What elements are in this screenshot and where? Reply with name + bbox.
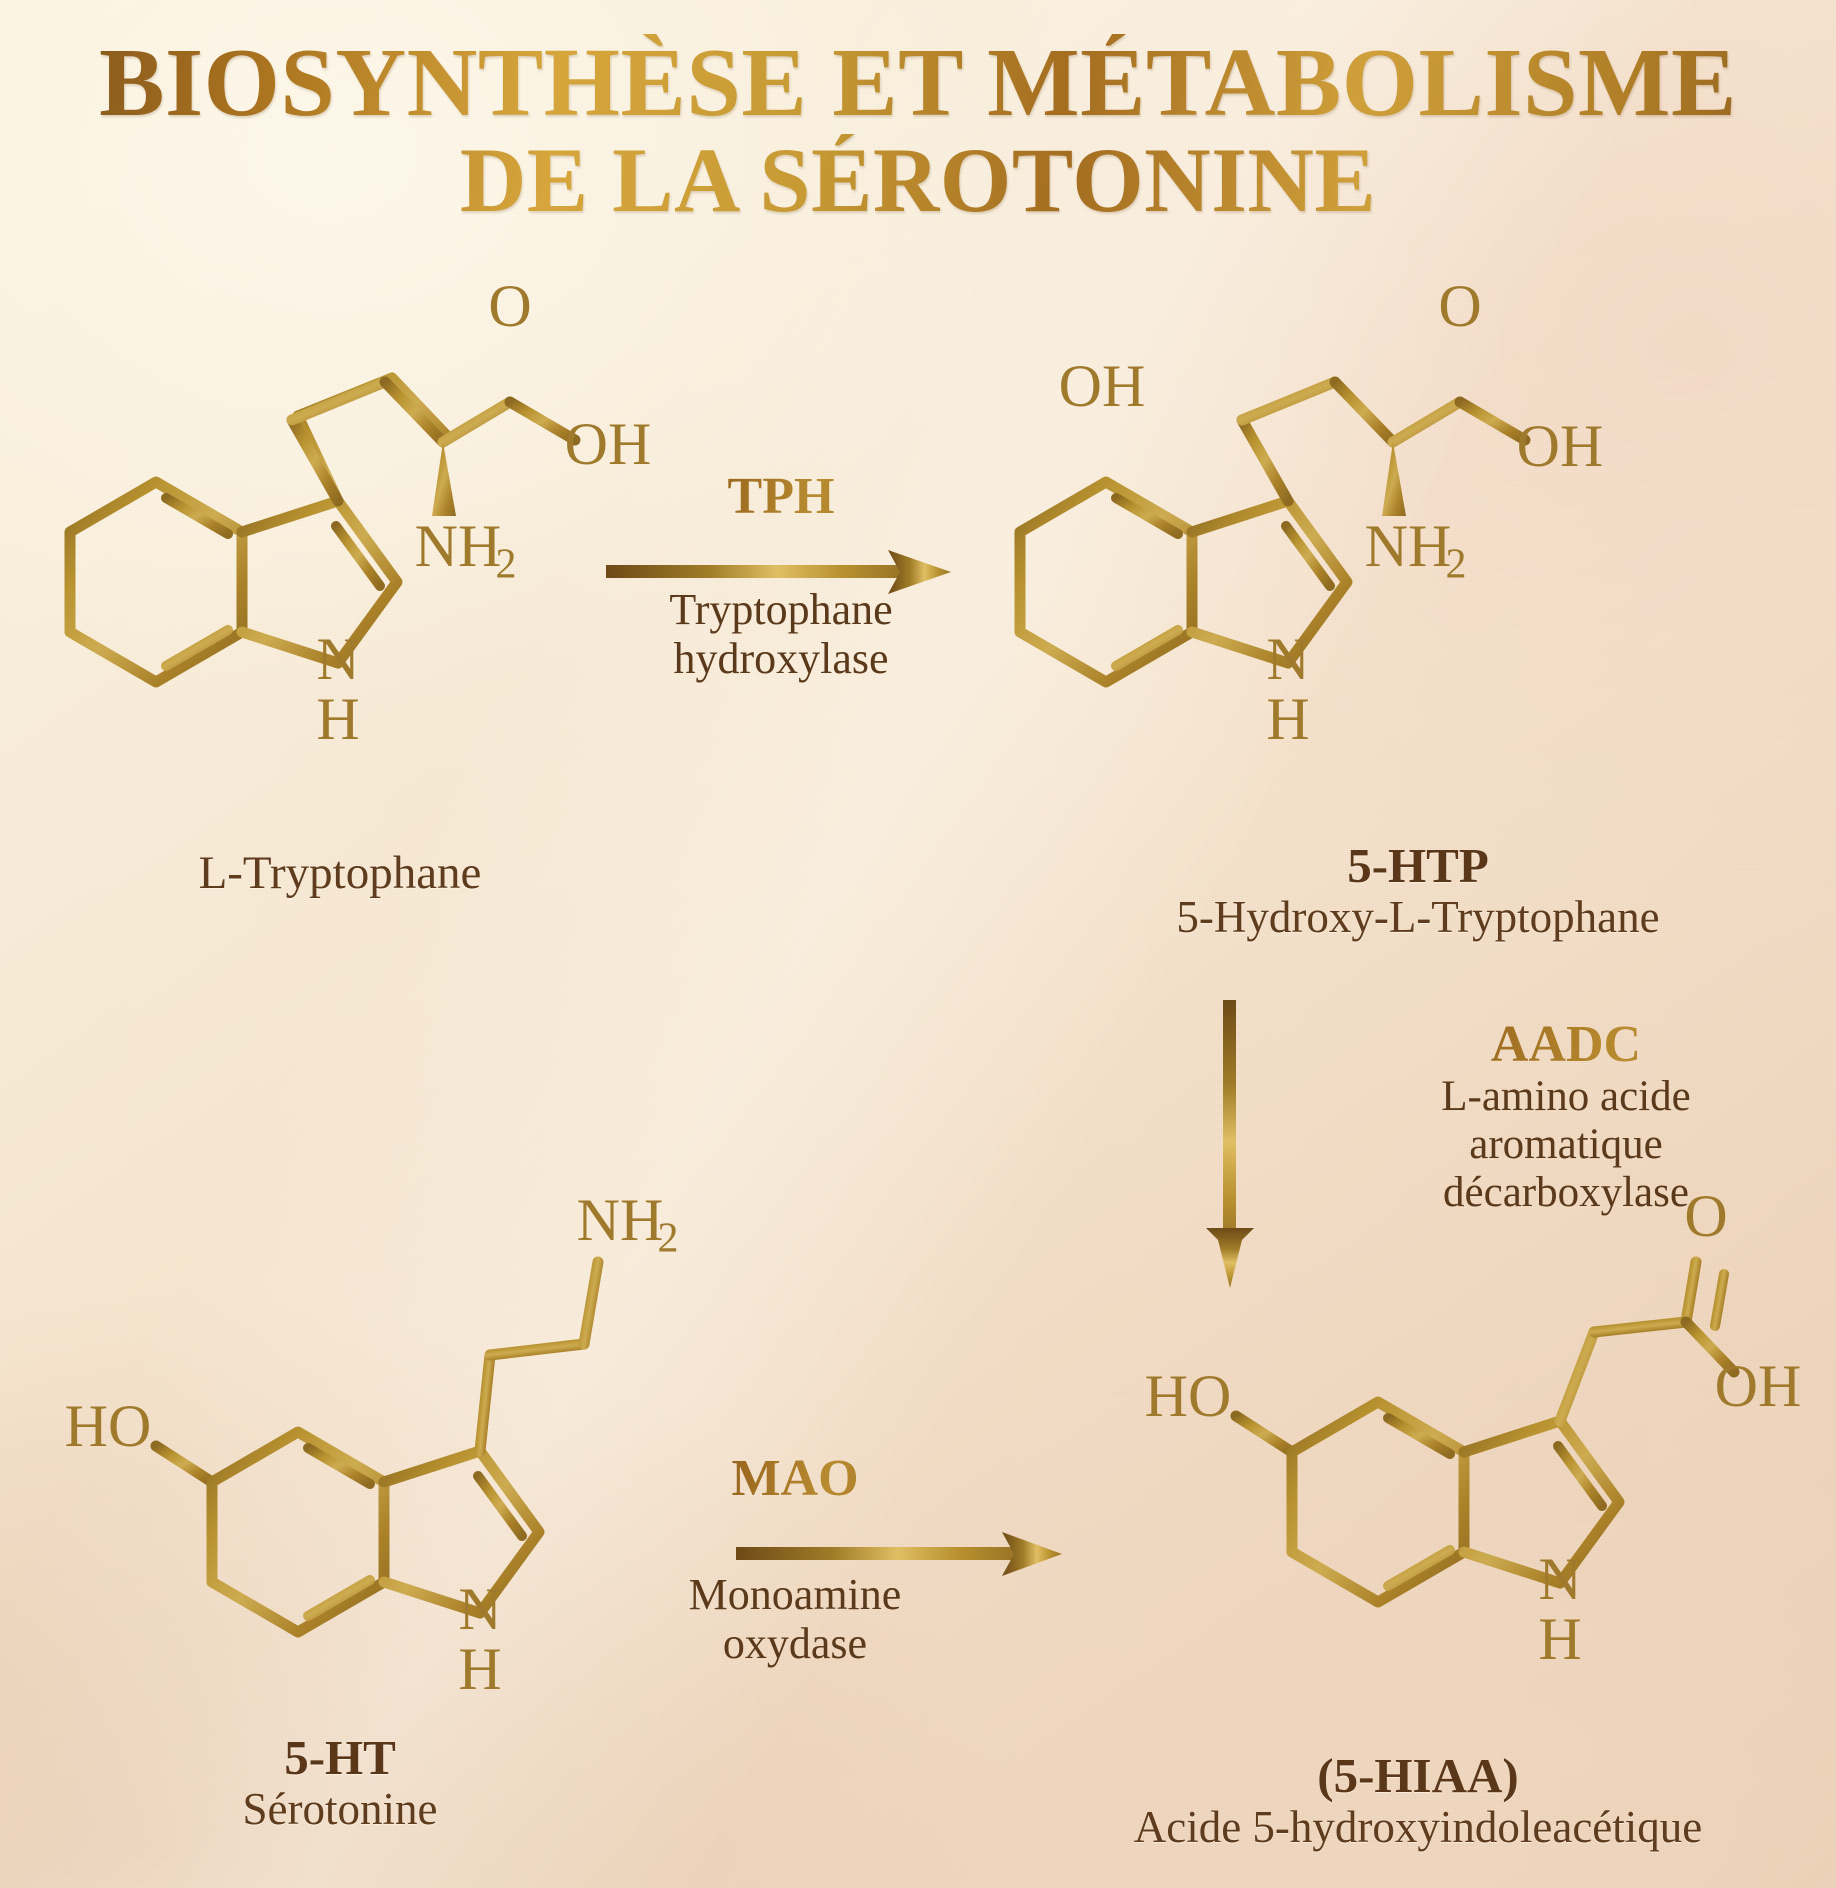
caption-5-hiaa-abbr: (5-HIAA) <box>1317 1748 1519 1803</box>
molecule-5-htp: OH N H O OH NH 2 <box>990 273 1670 752</box>
caption-5-htp-abbr: 5-HTP <box>1347 838 1489 893</box>
caption-5-hiaa-name: Acide 5-hydroxyindoleacétique <box>1133 1801 1703 1852</box>
reaction-mao-label: MAO <box>620 1451 970 1507</box>
arrow-down-aadc <box>1206 1000 1254 1288</box>
reaction-aadc-name-line-3: décarboxylase <box>1443 1168 1689 1216</box>
reaction-tph-label: TPH <box>606 469 956 525</box>
caption-serotonin: 5-HT Sérotonine <box>40 1730 640 1834</box>
atom-label-o-5hiaa: O <box>1684 1183 1727 1249</box>
caption-l-tryptophane: L-Tryptophane <box>40 847 640 900</box>
atom-label-nh2-subscript-tryptophan: 2 <box>496 542 517 588</box>
caption-serotonin-abbr: 5-HT <box>284 1730 396 1785</box>
reaction-mao-name: Monoamine oxydase <box>600 1570 990 1669</box>
caption-serotonin-name: Sérotonine <box>242 1783 438 1834</box>
reaction-aadc-enzyme-abbr: AADC <box>1276 1017 1836 1073</box>
atom-label-nh-serotonin: NH <box>577 1187 664 1253</box>
atom-label-oh-5htp-acid: OH <box>1517 413 1604 479</box>
atom-label-oh-5htp-ring: OH <box>1059 353 1146 419</box>
atom-label-nh2-subscript-serotonin: 2 <box>658 1216 679 1262</box>
reaction-mao-arrow <box>736 1530 1066 1580</box>
atom-label-oh-5hiaa: OH <box>1715 1353 1802 1419</box>
reaction-mao-name-line-2: oxydase <box>722 1619 868 1669</box>
caption-5-htp-name: 5-Hydroxy-L-Tryptophane <box>1176 891 1660 942</box>
molecule-serotonin: HO N H NH 2 <box>60 1187 680 1702</box>
reaction-aadc-name-line-1: L-amino acide <box>1441 1072 1691 1120</box>
reaction-tph-arrow <box>606 548 956 598</box>
structure-5-hiaa: HO N H O OH <box>1145 1183 1802 1672</box>
reaction-tph-name: Tryptophane hydroxylase <box>586 585 976 684</box>
structure-serotonin: HO N H NH 2 <box>65 1187 679 1702</box>
atom-label-nh2-subscript-5htp: 2 <box>1446 542 1467 588</box>
reaction-aadc-name-line-2: aromatique <box>1469 1120 1663 1168</box>
reaction-aadc-arrow <box>1200 1000 1260 1290</box>
molecule-l-tryptophane: N H O OH NH 2 <box>40 273 660 752</box>
reaction-tph-name-line-1: Tryptophane <box>669 585 893 634</box>
arrow-right-tph <box>606 550 951 594</box>
title-line-1: BIOSYNTHÈSE ET MÉTABOLISME <box>0 33 1836 134</box>
structure-l-tryptophane: N H O OH NH 2 <box>64 273 652 752</box>
atom-label-nh-5htp: NH <box>1365 513 1452 579</box>
atom-label-ho-serotonin: HO <box>65 1393 152 1459</box>
atom-label-oh-tryptophan: OH <box>565 411 652 477</box>
reaction-mao-name-line-1: Monoamine <box>688 1570 902 1619</box>
page-title: BIOSYNTHÈSE ET MÉTABOLISME DE LA SÉROTON… <box>0 33 1836 228</box>
caption-5-htp: 5-HTP 5-Hydroxy-L-Tryptophane <box>1000 838 1836 942</box>
molecule-5-hiaa: HO N H O OH <box>1140 1183 1802 1690</box>
atom-label-o-tryptophan: O <box>488 273 531 339</box>
atom-label-o-5htp: O <box>1438 273 1481 339</box>
reaction-tph-enzyme-abbr: TPH <box>606 469 956 525</box>
reaction-tph-name-line-2: hydroxylase <box>673 634 889 684</box>
structure-5-htp: OH N H O OH NH 2 <box>1014 273 1604 752</box>
reaction-aadc-label: AADC L-amino acide aromatique décarboxyl… <box>1276 1017 1836 1217</box>
title-line-2: DE LA SÉROTONINE <box>0 133 1836 228</box>
caption-l-tryptophane-name: L-Tryptophane <box>198 847 482 899</box>
reaction-mao-enzyme-abbr: MAO <box>620 1451 970 1507</box>
arrow-right-mao <box>736 1532 1062 1576</box>
caption-5-hiaa: (5-HIAA) Acide 5-hydroxyindoleacétique <box>1000 1748 1836 1852</box>
atom-label-nh-tryptophan: NH <box>415 513 502 579</box>
atom-label-ho-5hiaa: HO <box>1145 1363 1232 1429</box>
